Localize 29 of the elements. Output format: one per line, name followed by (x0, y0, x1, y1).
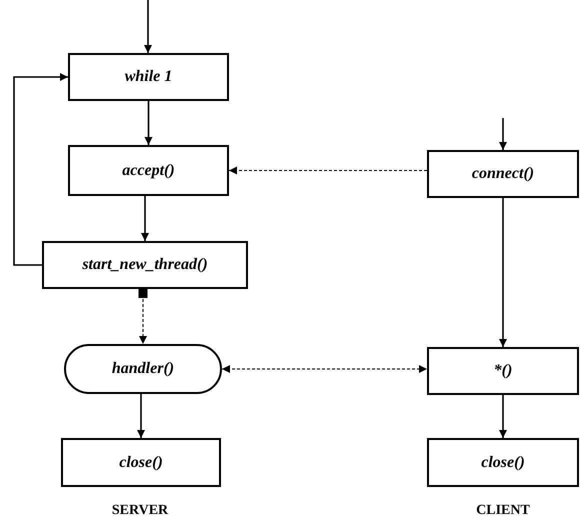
function-name: accept() (122, 160, 175, 180)
column-heading: CLIENT (476, 502, 530, 520)
process-box (427, 150, 579, 198)
process-box (68, 145, 229, 196)
process-box (42, 241, 248, 289)
arrow (137, 394, 145, 438)
rounded-process-box (64, 344, 222, 394)
dashed-arrow (138, 288, 148, 344)
arrow (144, 0, 152, 53)
function-name: handler() (112, 359, 174, 379)
function-name: connect() (472, 164, 534, 184)
arrow (499, 118, 507, 150)
arrow (499, 198, 507, 347)
column-heading: SERVER (112, 502, 168, 520)
process-box (427, 347, 579, 395)
dashed-arrow (228, 166, 428, 174)
arrow (13, 73, 68, 266)
process-box (61, 438, 221, 487)
function-name: *() (494, 361, 512, 381)
arrow (141, 196, 149, 241)
process-box (68, 53, 229, 101)
arrow (144, 101, 152, 145)
dashed-arrow (222, 365, 428, 373)
function-name: start_new_thread() (82, 255, 208, 275)
function-name: close() (481, 452, 525, 472)
function-name: close() (119, 452, 163, 472)
process-box (427, 438, 579, 487)
function-name: while 1 (124, 67, 172, 87)
arrow (499, 395, 507, 438)
